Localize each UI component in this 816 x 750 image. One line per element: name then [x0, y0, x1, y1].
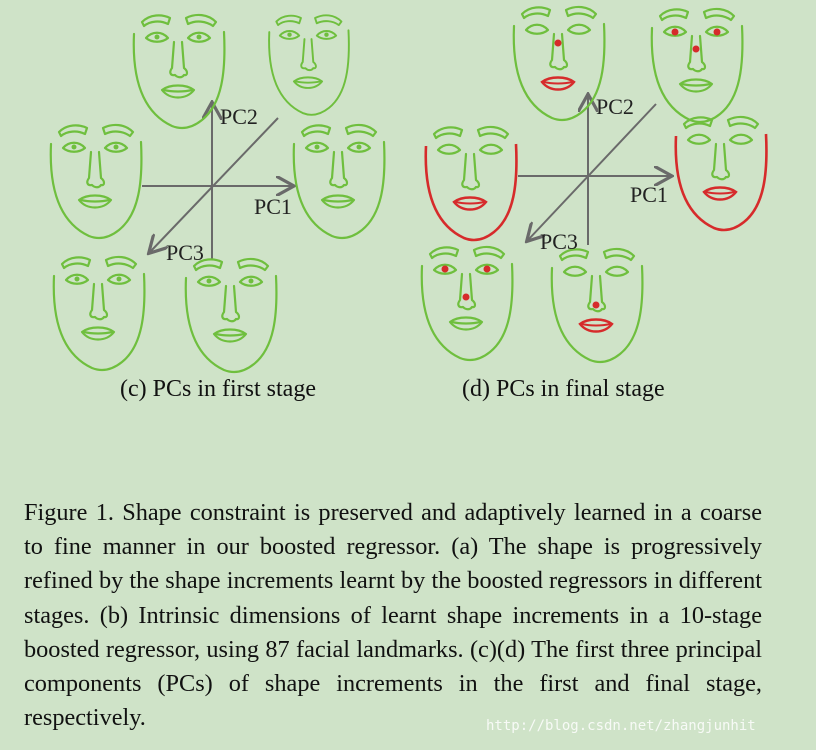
face-c3 — [49, 123, 143, 240]
face-c4 — [292, 123, 386, 240]
panel-d-pc2-label: PC2 — [596, 94, 634, 119]
face-c2 — [268, 14, 350, 116]
panel-c-axes — [142, 104, 292, 260]
panel-c-pc3-label: PC3 — [166, 240, 204, 265]
panel-c-pc2-label: PC2 — [220, 104, 258, 129]
panel-c-diagram — [49, 13, 386, 374]
figure-panels: PC2 PC1 PC3 PC2 PC1 PC3 (c) PCs in first… — [49, 5, 768, 402]
face-c1 — [132, 13, 226, 130]
face-c6 — [184, 257, 278, 374]
face-d5 — [420, 245, 514, 362]
panel-d-pc1-label: PC1 — [630, 182, 668, 207]
face-d3 — [424, 125, 518, 242]
face-d1 — [512, 5, 606, 122]
panel-d-pc3-label: PC3 — [540, 229, 578, 254]
face-c5 — [52, 255, 146, 372]
watermark: http://blog.csdn.net/zhangjunhit — [486, 718, 756, 734]
panel-d-axes — [518, 96, 670, 245]
face-d2 — [650, 7, 744, 124]
panel-c-pc1-label: PC1 — [254, 194, 292, 219]
face-d4 — [674, 115, 768, 232]
panel-c-caption: (c) PCs in first stage — [120, 376, 316, 402]
face-d6 — [550, 247, 644, 364]
panel-d-diagram — [420, 5, 768, 364]
panel-d-caption: (d) PCs in final stage — [462, 376, 665, 402]
figure-caption: Figure 1. Shape constraint is preserved … — [24, 499, 762, 732]
